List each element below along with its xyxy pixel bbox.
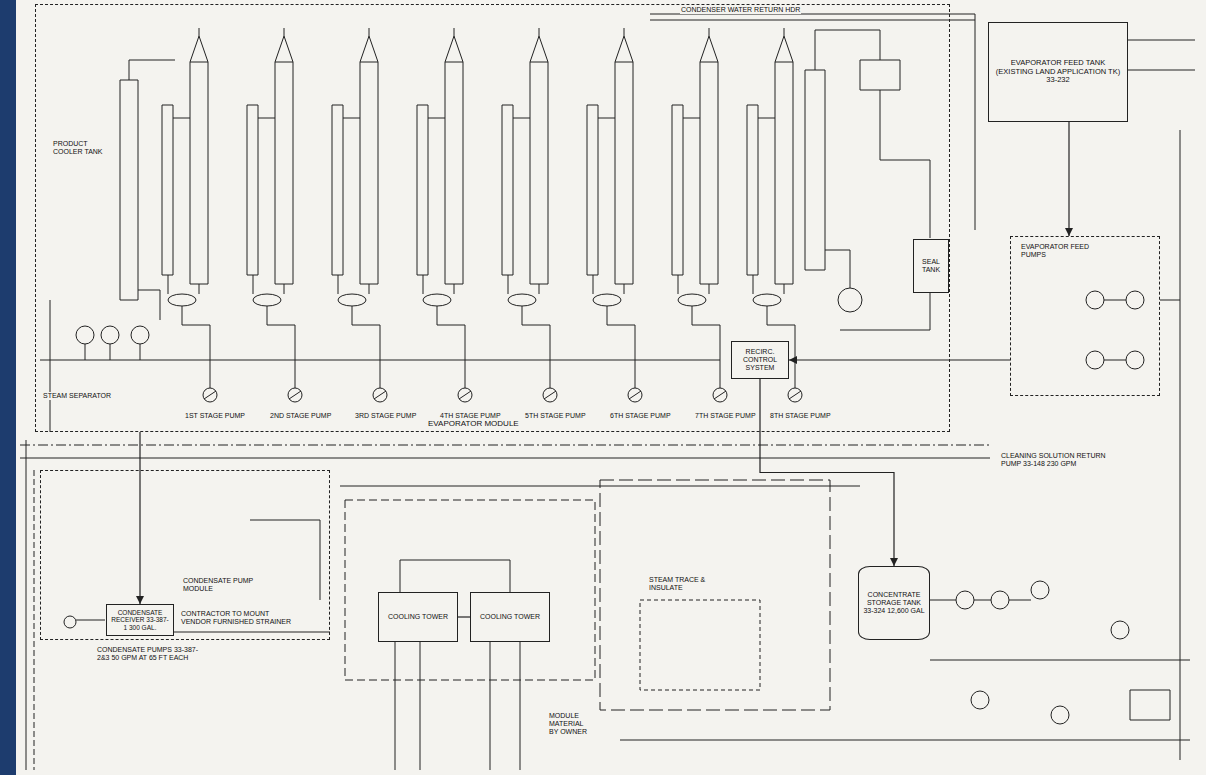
instrument-bubble (76, 326, 94, 344)
pump-symbol (1126, 291, 1144, 309)
pipe-line (825, 250, 850, 288)
pipe-connector (789, 359, 1010, 360)
instrument-bubble (971, 691, 989, 709)
pipe-line (975, 14, 976, 230)
pipe-line (76, 620, 105, 621)
pump-skid: EVAPORATOR FEED PUMPS (1010, 236, 1160, 396)
equipment-label: RECIRC. CONTROL SYSTEM (735, 348, 785, 372)
steam-trace (640, 600, 760, 690)
pipe-line (395, 642, 520, 770)
equipment-label: COOLING TOWER (382, 613, 454, 621)
control-box: RECIRC. CONTROL SYSTEM (731, 341, 789, 379)
pipe-line (1128, 40, 1195, 41)
pump-label: 8TH STAGE PUMP (769, 412, 832, 420)
pump-symbol (64, 616, 76, 628)
equipment-label: EVAPORATOR FEED TANK (EXISTING LAND APPL… (992, 59, 1124, 85)
drawing-note: CONDENSER WATER RETURN HDR (680, 6, 801, 14)
instrument-bubble (1111, 621, 1129, 639)
equipment-boundary (600, 480, 830, 710)
cooling-tower: COOLING TOWER (378, 592, 458, 642)
pump-label: 3RD STAGE PUMP (354, 412, 417, 420)
instrument-bubble (131, 326, 149, 344)
pipe-line (129, 60, 175, 80)
tank-box: EVAPORATOR FEED TANK (EXISTING LAND APPL… (988, 22, 1128, 122)
evaporator-stage (587, 28, 642, 402)
cooling-tower: COOLING TOWER (470, 592, 550, 642)
evaporator-stage (502, 28, 557, 402)
pipe-connector (1068, 122, 1069, 236)
pipe-line (620, 740, 1190, 741)
equipment-label: SEAL TANK (917, 258, 945, 274)
instrument-bubble (956, 591, 974, 609)
pipe-line (173, 632, 330, 633)
drawing-note: PRODUCT COOLER TANK (52, 140, 114, 156)
evaporator-stage (162, 28, 217, 402)
equipment-label: CONDENSATE RECEIVER 33-387-1 300 GAL. (110, 609, 170, 631)
pump-symbol (1086, 351, 1104, 369)
instrument-lead (85, 344, 140, 360)
receiver-tank: CONDENSATE RECEIVER 33-387-1 300 GAL. (106, 604, 174, 636)
equipment-label: EVAPORATOR MODULE (426, 419, 521, 428)
pipe-line (1104, 300, 1126, 360)
pump-label: 5TH STAGE PUMP (524, 412, 587, 420)
pipe-line (400, 560, 510, 592)
instrument-bubble (991, 591, 1009, 609)
pipe-line (1128, 70, 1195, 71)
evaporator-stage (672, 28, 727, 402)
header-pipe (20, 458, 990, 459)
pump-label: 7TH STAGE PUMP (694, 412, 757, 420)
equipment-boundary (345, 500, 595, 680)
condenser-column (805, 70, 825, 270)
instrument-bubble (101, 326, 119, 344)
steam-pipe (40, 360, 720, 361)
pipe-line (26, 440, 27, 770)
module-boundary: EVAPORATOR MODULE SEAL TANK RECIRC. CONTRO… (35, 4, 950, 432)
instrument-bubble (1051, 706, 1069, 724)
drawing-note: STEAM SEPARATOR (42, 392, 112, 400)
cooler-tank (120, 80, 138, 300)
evaporator-stage (332, 28, 387, 402)
evaporator-stage (417, 28, 472, 402)
pump-label: 2ND STAGE PUMP (269, 412, 332, 420)
pipe-line (50, 300, 51, 432)
equipment-label: EVAPORATOR FEED PUMPS (1019, 243, 1093, 259)
pipe-line (930, 600, 1031, 601)
pump-symbol (1126, 351, 1144, 369)
drawing-note: MODULE MATERIAL BY OWNER (548, 712, 595, 736)
fill-box (1130, 690, 1170, 720)
instrument-bubble (1031, 581, 1049, 599)
pipe-line (138, 290, 160, 320)
tank-box: SEAL TANK (913, 239, 949, 293)
evaporator-stage (247, 28, 302, 402)
pipe-line (930, 660, 1190, 661)
evaporator-stages (162, 28, 802, 402)
pipe-line (880, 90, 930, 238)
equipment-label: CONDENSATE PUMP MODULE (181, 577, 275, 593)
drawing-note: STEAM TRACE & INSULATE (648, 576, 720, 592)
pipe-line (1160, 300, 1180, 301)
pump-label: 1ST STAGE PUMP (184, 412, 246, 420)
equipment-label: COOLING TOWER (474, 613, 546, 621)
pipe-line (815, 30, 880, 70)
pump-symbol (1086, 291, 1104, 309)
pipe-connector (458, 616, 470, 617)
pump-label: 4TH STAGE PUMP (439, 412, 502, 420)
equipment-label: CONCENTRATE STORAGE TANK 33-324 12,600 G… (862, 591, 926, 615)
paper-ground (16, 0, 1206, 775)
pipe-line (1180, 130, 1181, 760)
piping (20, 14, 1195, 770)
drawing-note: CONTRACTOR TO MOUNT VENDOR FURNISHED STR… (180, 610, 302, 626)
pipe-connector (760, 379, 894, 566)
drawing-note: CLEANING SOLUTION RETURN PUMP 33-148 230… (1000, 452, 1122, 468)
drawing-note: CONDENSATE PUMPS 33-387-2&3 50 GPM AT 65… (96, 646, 208, 662)
pipe-connector (139, 432, 140, 604)
header-pipe (20, 445, 990, 446)
pipe-line (34, 470, 35, 770)
storage-tank: CONCENTRATE STORAGE TANK 33-324 12,600 G… (858, 566, 930, 640)
steam-separator (860, 60, 900, 90)
pump-label: 6TH STAGE PUMP (609, 412, 672, 420)
pump-symbol (838, 288, 862, 312)
header-pipe (650, 20, 975, 21)
